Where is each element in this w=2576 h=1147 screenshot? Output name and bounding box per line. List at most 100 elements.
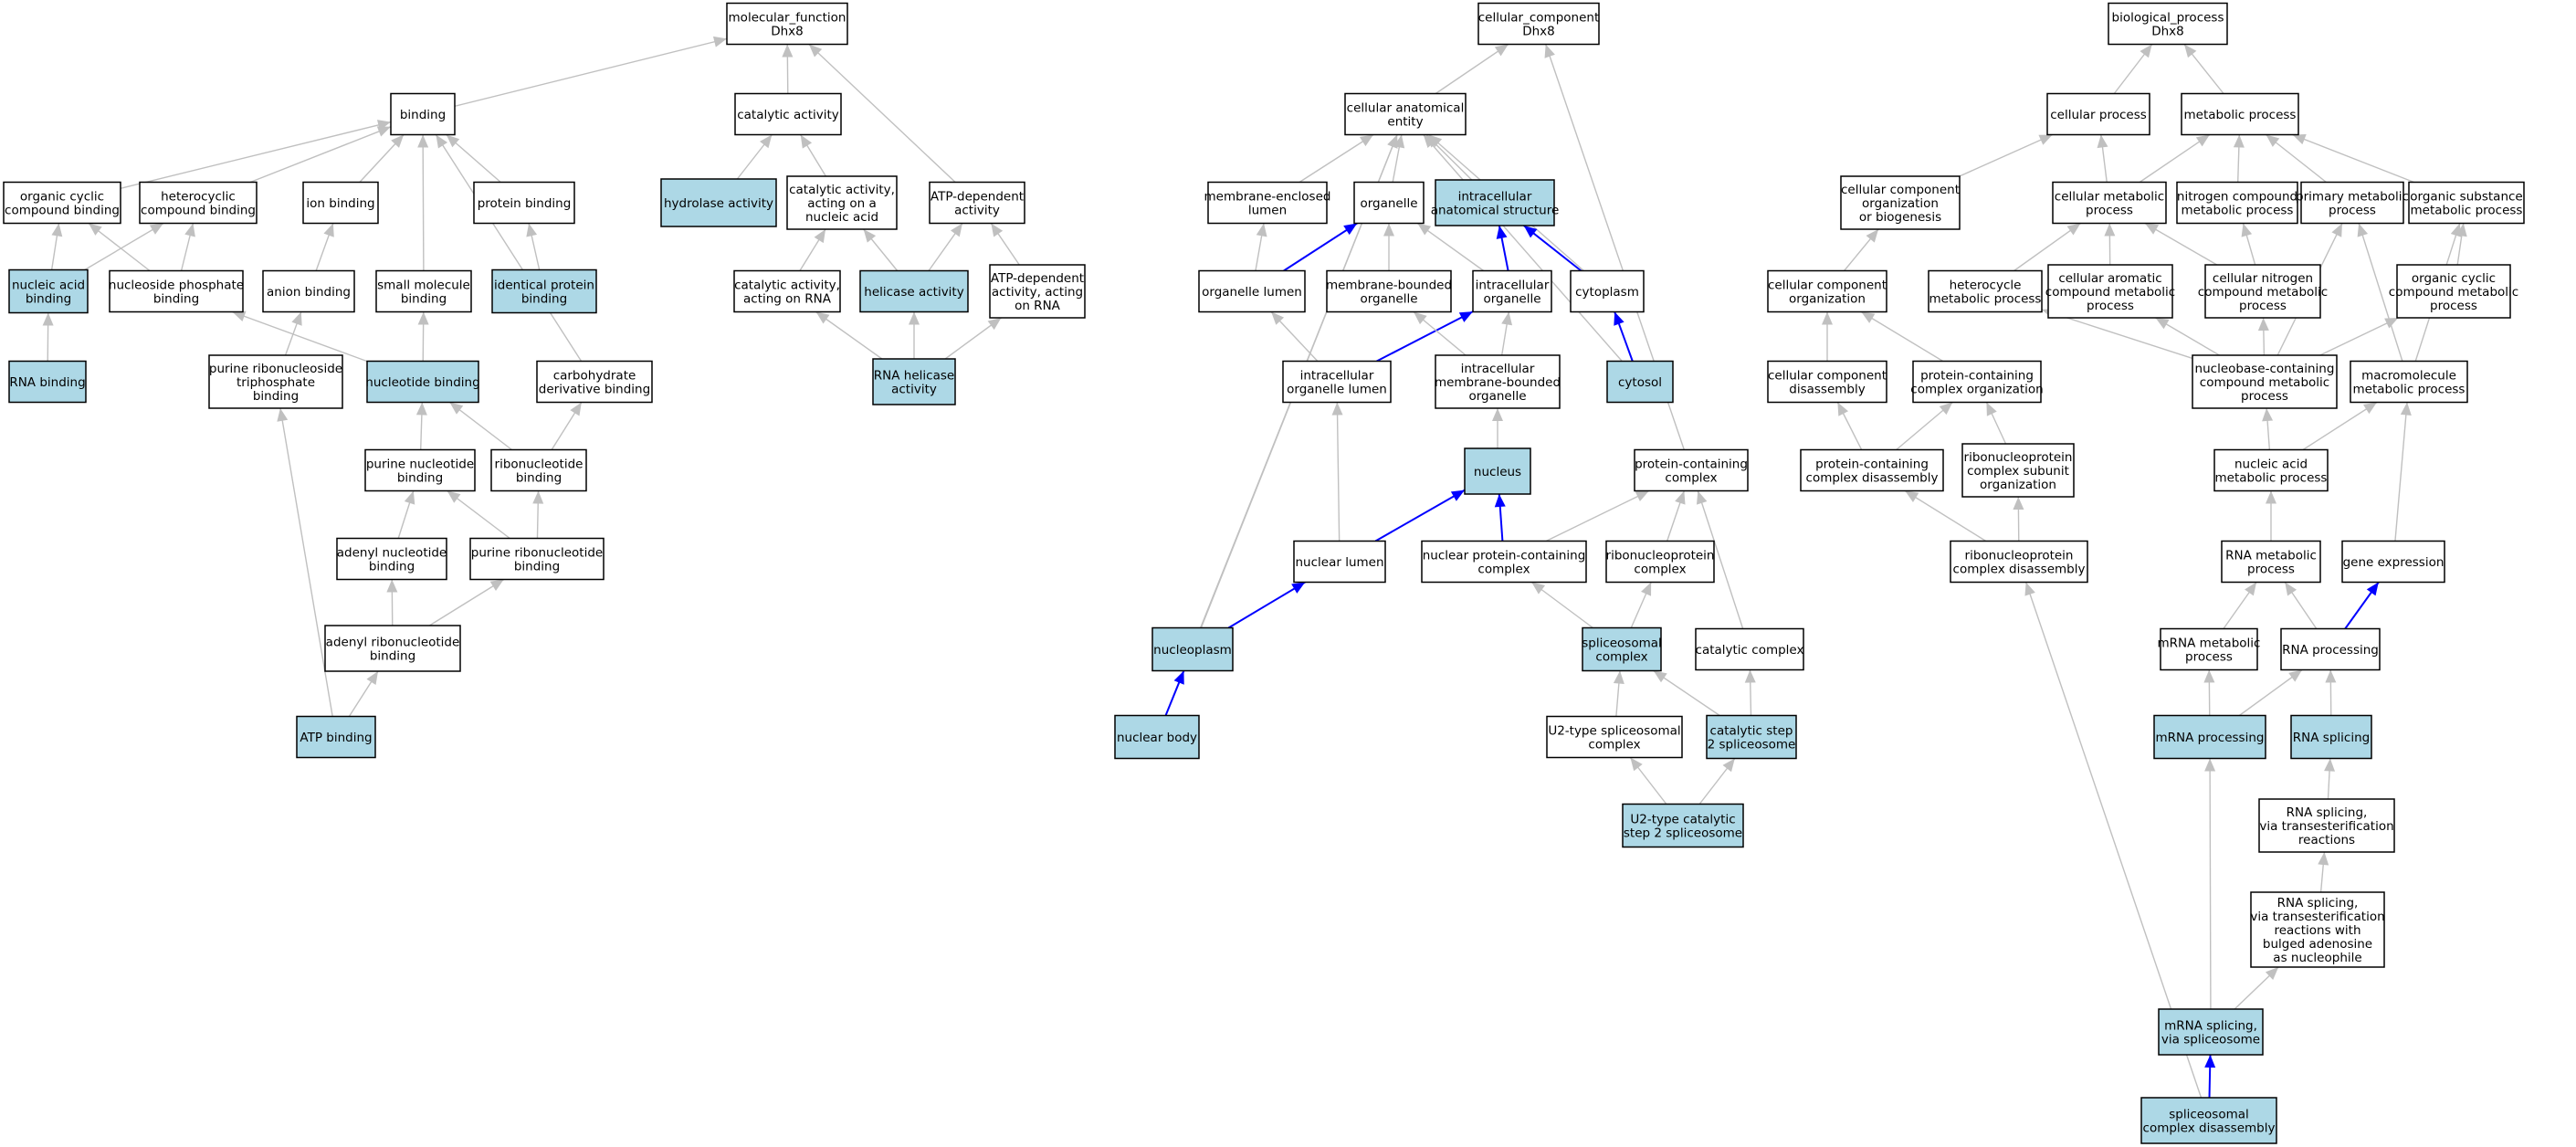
edge-intracell_org-to-organelle bbox=[1416, 222, 1485, 272]
node-catalytic-complex[interactable]: catalytic complex bbox=[1695, 627, 1804, 671]
node-box bbox=[1546, 715, 1683, 759]
node-nuclear-lumen[interactable]: nuclear lumen bbox=[1293, 540, 1386, 584]
node-cytosol[interactable]: cytosol bbox=[1606, 360, 1674, 404]
node-cellular-process[interactable]: cellular process bbox=[2046, 92, 2150, 136]
node-nucleotide-binding[interactable]: nucleotide binding bbox=[365, 360, 480, 404]
node-label-line: binding bbox=[400, 108, 446, 122]
node-ion-binding[interactable]: ion binding bbox=[302, 181, 379, 225]
node-label-line: protein-containing bbox=[1920, 369, 2034, 384]
node-catalytic[interactable]: catalytic activity bbox=[734, 92, 842, 136]
node-anion-binding[interactable]: anion binding bbox=[262, 269, 355, 313]
node-nuclear-body[interactable]: nuclear body bbox=[1114, 714, 1200, 760]
edge-cellular_process-to-bp bbox=[2113, 44, 2153, 94]
node-hydrolase[interactable]: hydrolase activity bbox=[660, 178, 777, 227]
node-organelle[interactable]: organelle bbox=[1353, 181, 1425, 225]
node-rna-splicing-trans[interactable]: RNA splicing,via transesterificationreac… bbox=[2258, 798, 2395, 853]
node-rna-splicing-bulged[interactable]: RNA splicing,via transesterificationreac… bbox=[2250, 891, 2385, 968]
node-box bbox=[726, 2, 848, 46]
node-protein-binding[interactable]: protein binding bbox=[473, 181, 575, 225]
node-label-line: binding bbox=[401, 292, 447, 307]
node-binding[interactable]: binding bbox=[390, 92, 456, 136]
node-rna-splicing[interactable]: RNA splicing bbox=[2290, 714, 2372, 760]
node-box bbox=[660, 178, 777, 227]
node-mrna-processing[interactable]: mRNA processing bbox=[2153, 714, 2266, 760]
node-cat-rna[interactable]: catalytic activity,acting on RNA bbox=[733, 269, 841, 313]
node-rna-processing[interactable]: RNA processing bbox=[2280, 627, 2381, 671]
node-organelle-lumen[interactable]: organelle lumen bbox=[1198, 269, 1306, 313]
node-nucleus[interactable]: nucleus bbox=[1464, 447, 1531, 495]
node-box bbox=[1767, 360, 1887, 404]
node-label-line: cellular nitrogen bbox=[2213, 271, 2313, 286]
node-helicase[interactable]: helicase activity bbox=[859, 269, 969, 313]
node-label-line: organic cyclic bbox=[2412, 271, 2496, 286]
node-atp-binding[interactable]: ATP binding bbox=[296, 715, 376, 759]
node-label-line: metabolic process bbox=[2182, 204, 2294, 218]
node-box bbox=[734, 92, 842, 136]
node-box bbox=[2300, 181, 2404, 225]
node-label-line: organelle bbox=[1360, 292, 1417, 307]
edge-nucleic_acid_met-to-nucleobase bbox=[2262, 407, 2274, 450]
node-cytoplasm[interactable]: cytoplasm bbox=[1570, 269, 1645, 313]
node-mrna-splicing[interactable]: mRNA splicing,via spliceosome bbox=[2158, 1008, 2264, 1056]
node-rna-binding[interactable]: RNA binding bbox=[8, 360, 87, 404]
node-gene-expression[interactable]: gene expression bbox=[2341, 540, 2445, 584]
node-nucleoplasm[interactable]: nucleoplasm bbox=[1151, 626, 1234, 672]
node-metabolic-process[interactable]: metabolic process bbox=[2181, 92, 2299, 136]
